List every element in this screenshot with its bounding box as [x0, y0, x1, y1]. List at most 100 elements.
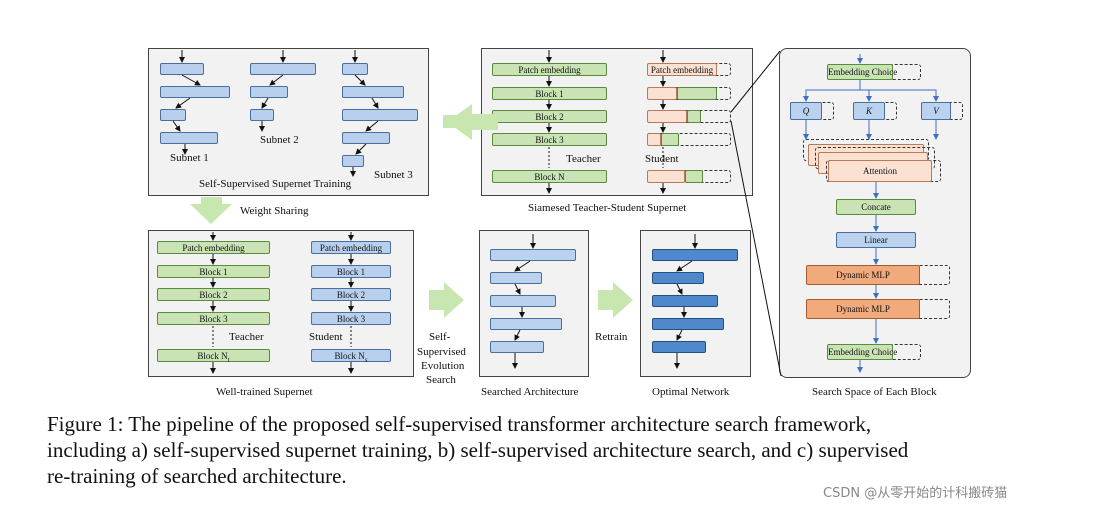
wt-teacher-patch: Patch embedding: [157, 241, 270, 254]
wt-teacher-label: Teacher: [229, 331, 264, 343]
search-space-caption: Search Space of Each Block: [812, 386, 937, 398]
searched-block-1: [490, 249, 576, 261]
searched-architecture-caption: Searched Architecture: [481, 386, 579, 398]
wt-student-label: Student: [309, 331, 343, 343]
searched-block-5: [490, 341, 544, 353]
searched-block-3: [490, 295, 556, 307]
student-patch-embedding: Patch embedding: [647, 63, 717, 76]
optimal-block-2: [652, 272, 704, 284]
wt-teacher-block-3: Block 3: [157, 312, 270, 325]
subnet-2-label: Subnet 2: [260, 134, 299, 146]
k-block: K: [853, 102, 885, 120]
subnet-arrows: [172, 50, 379, 177]
optimal-block-3: [652, 295, 718, 307]
evolution-line-4: Search: [426, 374, 456, 386]
wt-teacher-block-n: Block Nt: [157, 349, 270, 364]
optimal-block-4: [652, 318, 724, 330]
wt-teacher-block-2: Block 2: [157, 288, 270, 301]
optimal-block-1: [652, 249, 738, 261]
embedding-choice-bottom: Embedding Choice: [827, 344, 897, 360]
searched-arrows: [512, 234, 536, 369]
student-block-1: [647, 87, 677, 100]
wt-arrows: [210, 232, 354, 374]
optimal-arrows: [674, 234, 698, 369]
subnet3-block-4: [342, 132, 390, 144]
subnet3-block-5: [342, 155, 364, 167]
wt-student-patch: Patch embedding: [311, 241, 391, 254]
teacher-student-caption: Siamesed Teacher-Student Supernet: [528, 202, 687, 214]
student-block-3: [647, 133, 661, 146]
well-trained-caption: Well-trained Supernet: [216, 386, 313, 398]
searched-block-4: [490, 318, 562, 330]
evolution-line-1: Self-: [429, 331, 451, 343]
subnet3-block-3: [342, 109, 418, 121]
retrain-label: Retrain: [595, 331, 628, 343]
dynamic-mlp-2: Dynamic MLP: [806, 299, 920, 319]
v-label: V: [933, 106, 939, 116]
wt-teacher-subscript: t: [227, 355, 230, 364]
subnet-1-label: Subnet 1: [170, 152, 209, 164]
subnet1-block-2: [160, 86, 230, 98]
subnet2-block-3: [250, 109, 274, 121]
wt-teacher-block-1: Block 1: [157, 265, 270, 278]
subnet1-block-4: [160, 132, 218, 144]
arrow-right-evolution: [429, 282, 464, 318]
wt-student-block-n: Block Ns: [311, 349, 391, 364]
wt-teacher-block-n-text: Block N: [197, 351, 228, 361]
teacher-block-2: Block 2: [492, 110, 607, 123]
v-block: V: [921, 102, 951, 120]
subnet1-block-1: [160, 63, 204, 75]
zoom-line-bottom: [730, 120, 782, 377]
weight-sharing-label: Weight Sharing: [240, 205, 309, 217]
figure-caption: Figure 1: The pipeline of the proposed s…: [47, 411, 1097, 489]
student-block-3-green: [661, 133, 679, 146]
q-label: Q: [802, 106, 810, 116]
teacher-block-3: Block 3: [492, 133, 607, 146]
dynamic-mlp-1: Dynamic MLP: [806, 265, 920, 285]
flow-arrows: [190, 104, 633, 318]
zoom-line-top: [730, 50, 781, 113]
student-block-n-green: [685, 170, 703, 183]
subnet-3-label: Subnet 3: [374, 169, 413, 181]
subnet2-block-2: [250, 86, 288, 98]
teacher-block-1: Block 1: [492, 87, 607, 100]
attention-block: Attention: [828, 160, 932, 182]
supernet-training-caption: Self-Supervised Supernet Training: [199, 178, 352, 190]
student-block-2: [647, 110, 687, 123]
student-block-n: [647, 170, 685, 183]
student-block-2-green: [687, 110, 701, 123]
teacher-label-top: Teacher: [566, 153, 601, 165]
optimal-block-5: [652, 341, 706, 353]
arrow-down: [190, 197, 232, 224]
q-block: Q: [790, 102, 822, 120]
evolution-line-3: Evolution: [421, 360, 465, 372]
subnet3-block-2: [342, 86, 404, 98]
teacher-block-n: Block N: [492, 170, 607, 183]
wt-student-block-n-text: Block N: [334, 351, 365, 361]
wt-student-subscript: s: [364, 355, 368, 364]
k-label: K: [865, 106, 872, 116]
subnet3-block-1: [342, 63, 368, 75]
caption-line-1: Figure 1: The pipeline of the proposed s…: [47, 412, 872, 436]
evolution-line-2: Supervised: [417, 346, 466, 358]
search-space-arrows: [803, 54, 939, 373]
linear-block: Linear: [836, 232, 916, 248]
concate-block: Concate: [836, 199, 916, 215]
embedding-choice-top: Embedding Choice: [827, 64, 897, 80]
searched-block-2: [490, 272, 542, 284]
wt-student-block-1: Block 1: [311, 265, 391, 278]
caption-line-2: including a) self-supervised supernet tr…: [47, 438, 909, 462]
subnet1-block-3: [160, 109, 186, 121]
student-block-1-green: [677, 87, 717, 100]
subnet2-block-1: [250, 63, 316, 75]
arrow-right-retrain: [598, 282, 633, 318]
optimal-network-caption: Optimal Network: [652, 386, 730, 398]
watermark: CSDN @从零开始的计科搬砖猫: [823, 486, 1008, 501]
teacher-patch-embedding: Patch embedding: [492, 63, 607, 76]
wt-student-block-2: Block 2: [311, 288, 391, 301]
caption-line-3: re-training of searched architecture.: [47, 464, 347, 488]
wt-student-block-3: Block 3: [311, 312, 391, 325]
arrow-left: [447, 104, 498, 140]
